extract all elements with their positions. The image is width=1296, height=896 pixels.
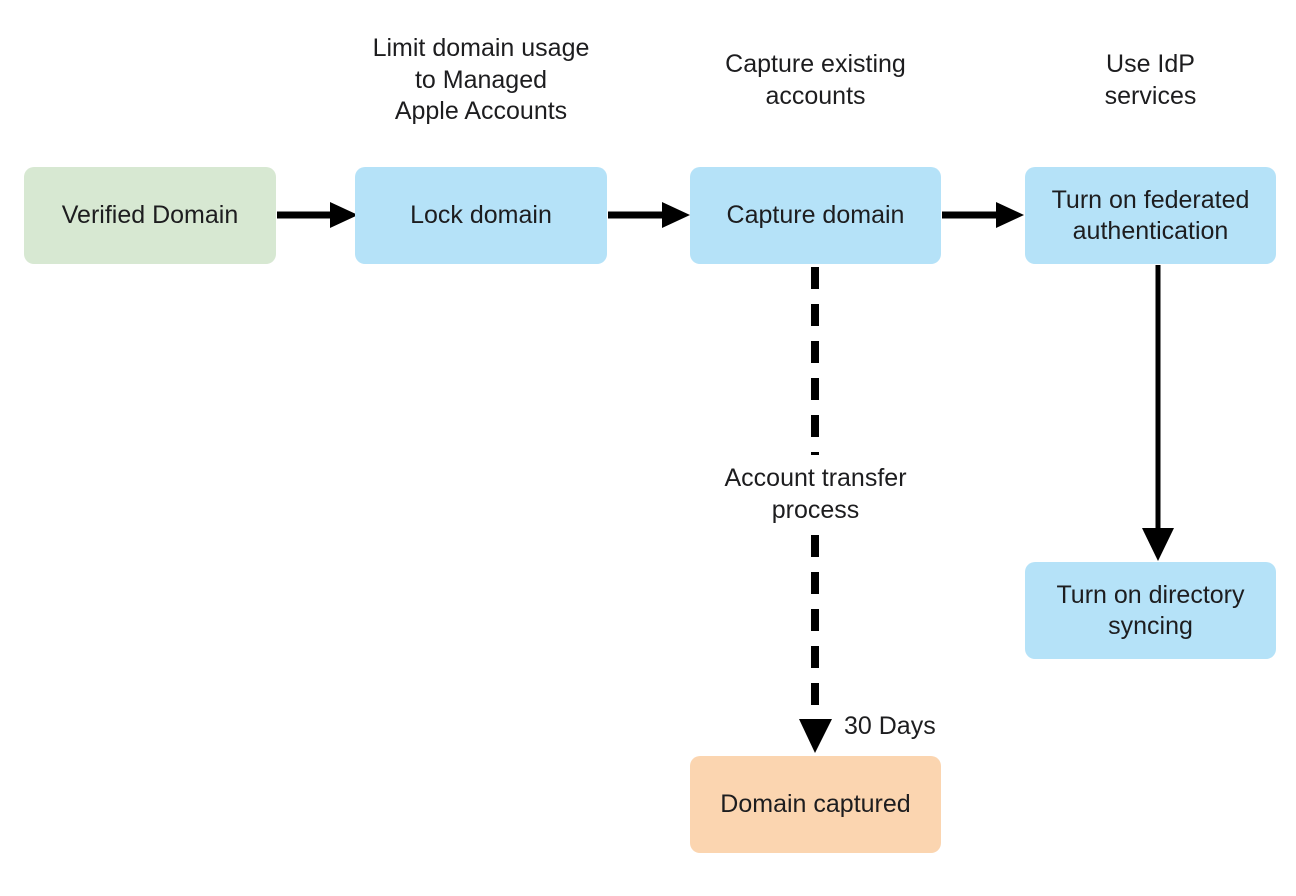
caption-capture-existing-accounts: Capture existing accounts [725, 50, 906, 110]
arrow-verified-domain-to-lock-domain [277, 202, 358, 228]
caption-account-transfer-process: Account transfer process [724, 464, 907, 524]
arrow-federated-authentication-to-directory-syncing [1142, 265, 1174, 561]
node-label: Capture domain [726, 201, 905, 230]
node-label: Turn on directory syncing [1056, 581, 1245, 640]
arrow-capture-domain-to-federated-authentication [942, 202, 1024, 228]
caption-thirty-days: 30 Days [844, 712, 936, 740]
node-turn-on-federated-authentication[interactable]: Turn on federated authentication [1025, 167, 1276, 264]
node-label: Lock domain [410, 201, 552, 230]
node-verified-domain[interactable]: Verified Domain [24, 167, 276, 264]
node-turn-on-directory-syncing[interactable]: Turn on directory syncing [1025, 562, 1276, 659]
caption-use-idp-services: Use IdP services [1104, 50, 1197, 110]
node-label: Domain captured [720, 790, 911, 819]
node-label: Turn on federated authentication [1051, 186, 1250, 245]
node-capture-domain[interactable]: Capture domain [690, 167, 941, 264]
node-domain-captured[interactable]: Domain captured [690, 756, 941, 853]
arrow-lock-domain-to-capture-domain [608, 202, 690, 228]
node-label: Verified Domain [61, 201, 239, 230]
caption-limit-domain-usage: Limit domain usage to Managed Apple Acco… [372, 34, 590, 125]
node-lock-domain[interactable]: Lock domain [355, 167, 607, 264]
